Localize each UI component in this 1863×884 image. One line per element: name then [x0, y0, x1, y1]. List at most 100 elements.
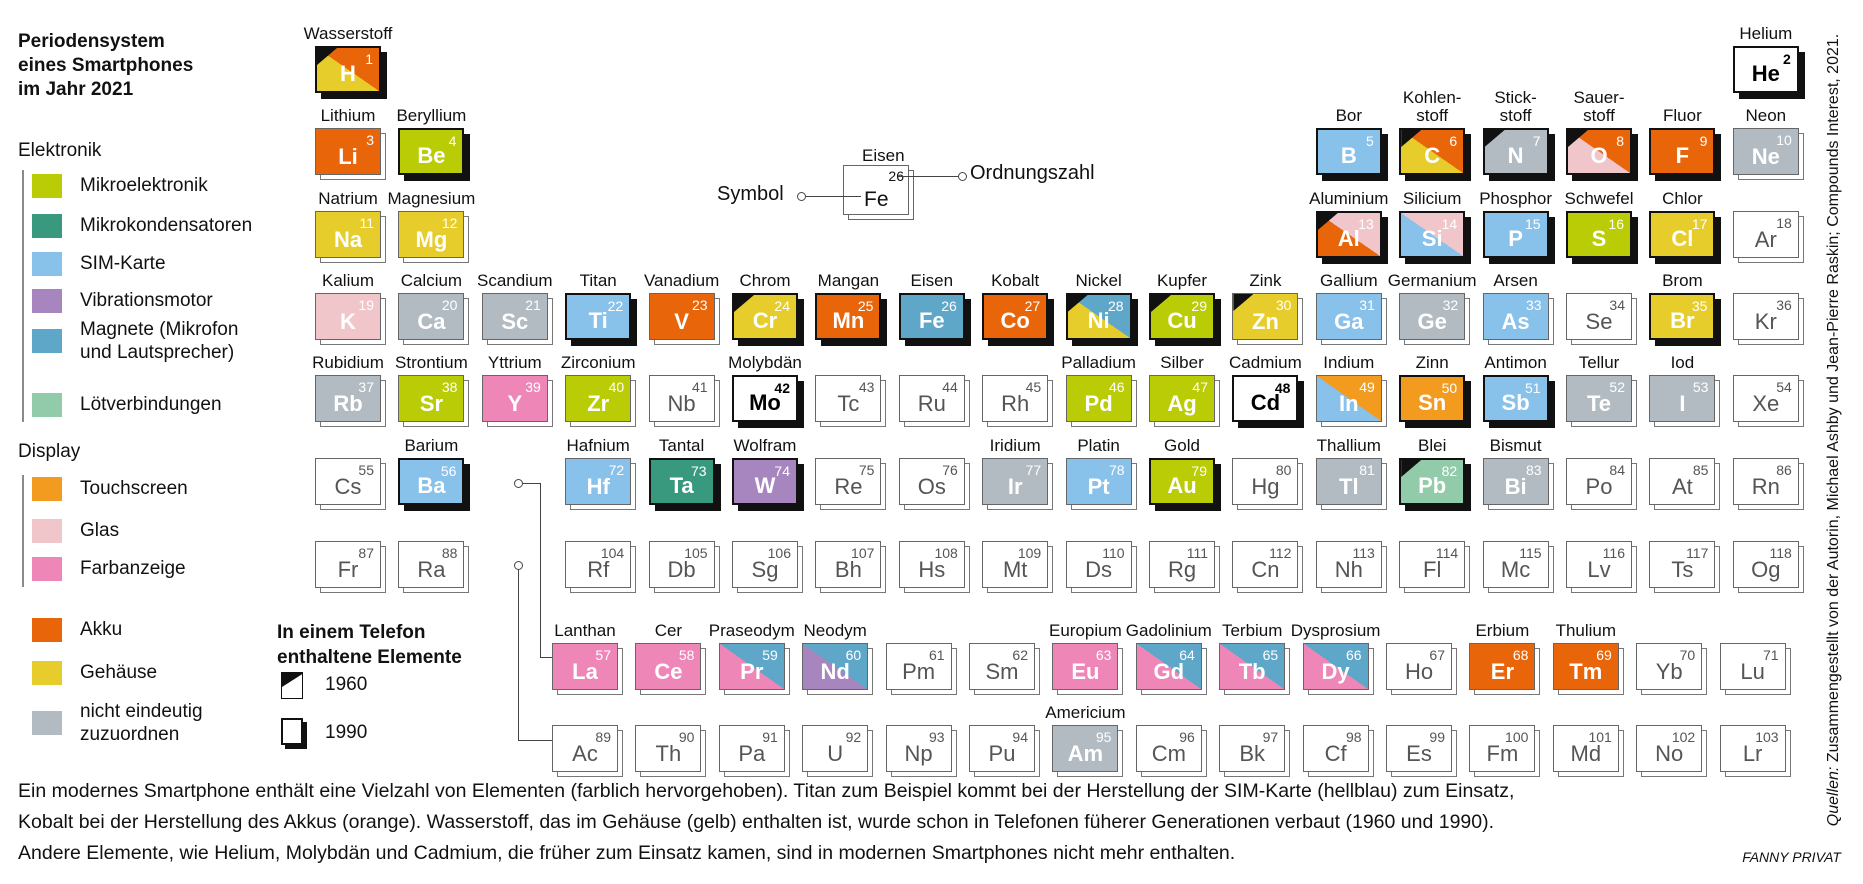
element-symbol: Es [1406, 741, 1432, 766]
atomic-number: 65 [1262, 647, 1279, 663]
atomic-number: 91 [762, 729, 778, 745]
element-symbol: Cf [1324, 741, 1347, 766]
element-symbol: Lv [1587, 557, 1611, 582]
atomic-number: 13 [1358, 216, 1374, 232]
atomic-number: 20 [441, 297, 458, 313]
atomic-number: 56 [440, 463, 457, 479]
element-symbol: Ni [1087, 308, 1110, 333]
element-symbol: Co [1000, 308, 1030, 333]
element-name: Iod [1670, 353, 1695, 372]
element-symbol: Ga [1334, 309, 1364, 334]
element-name: Natrium [318, 189, 378, 208]
year-1990-label: 1990 [325, 722, 368, 743]
element-name: Kalium [322, 271, 374, 290]
atomic-number: 11 [359, 215, 374, 231]
element-symbol: Ts [1671, 557, 1694, 582]
atomic-number: 60 [845, 647, 862, 663]
element-symbol: Zn [1251, 309, 1279, 334]
atomic-number: 25 [857, 298, 874, 314]
atomic-number: 6 [1449, 133, 1458, 149]
atomic-number: 2 [1783, 51, 1791, 67]
element-symbol: K [340, 309, 356, 334]
atomic-number: 40 [608, 379, 625, 395]
atomic-number: 82 [1441, 463, 1458, 479]
key-symbol: Fe [864, 188, 889, 211]
key-pointer-line [898, 176, 958, 177]
element-symbol: Hf [586, 474, 610, 499]
atomic-number: 57 [595, 647, 611, 663]
element-symbol: Kr [1754, 309, 1777, 334]
element-symbol: Po [1585, 474, 1613, 499]
element-symbol: Br [1670, 308, 1695, 333]
atomic-number: 109 [1017, 545, 1042, 561]
element-symbol: Rh [1001, 391, 1030, 416]
legend-swatch-sim [32, 252, 62, 276]
element-symbol: Se [1585, 309, 1613, 334]
element-name: Sauer-stoff [1573, 88, 1625, 125]
atomic-number: 107 [851, 545, 875, 561]
element-name: Tantal [658, 436, 705, 455]
legend-swatch-loet [32, 393, 62, 417]
element-symbol: Cs [334, 474, 362, 499]
author-credit: FANNY PRIVAT [1742, 849, 1841, 865]
element-name: Beryllium [396, 106, 467, 125]
year-1960-icon [281, 672, 303, 699]
element-symbol: Cl [1671, 226, 1694, 251]
atomic-number: 98 [1346, 729, 1362, 745]
element-symbol: Mn [832, 308, 865, 333]
element-name: Silber [1160, 353, 1204, 372]
element-symbol: Xe [1752, 391, 1780, 416]
element-symbol: S [1591, 226, 1607, 251]
element-symbol: Au [1167, 473, 1197, 498]
element-symbol: Dy [1321, 659, 1350, 684]
element-name: Chlor [1662, 189, 1703, 208]
legend-swatch-farb [32, 557, 62, 581]
atomic-number: 105 [684, 545, 708, 561]
element-name: Magnesium [387, 189, 476, 208]
atomic-number: 10 [1776, 132, 1792, 148]
element-symbol: Cn [1251, 557, 1280, 582]
key-number-label: Ordnungszahl [970, 162, 1095, 184]
element-name: Nickel [1075, 271, 1122, 290]
